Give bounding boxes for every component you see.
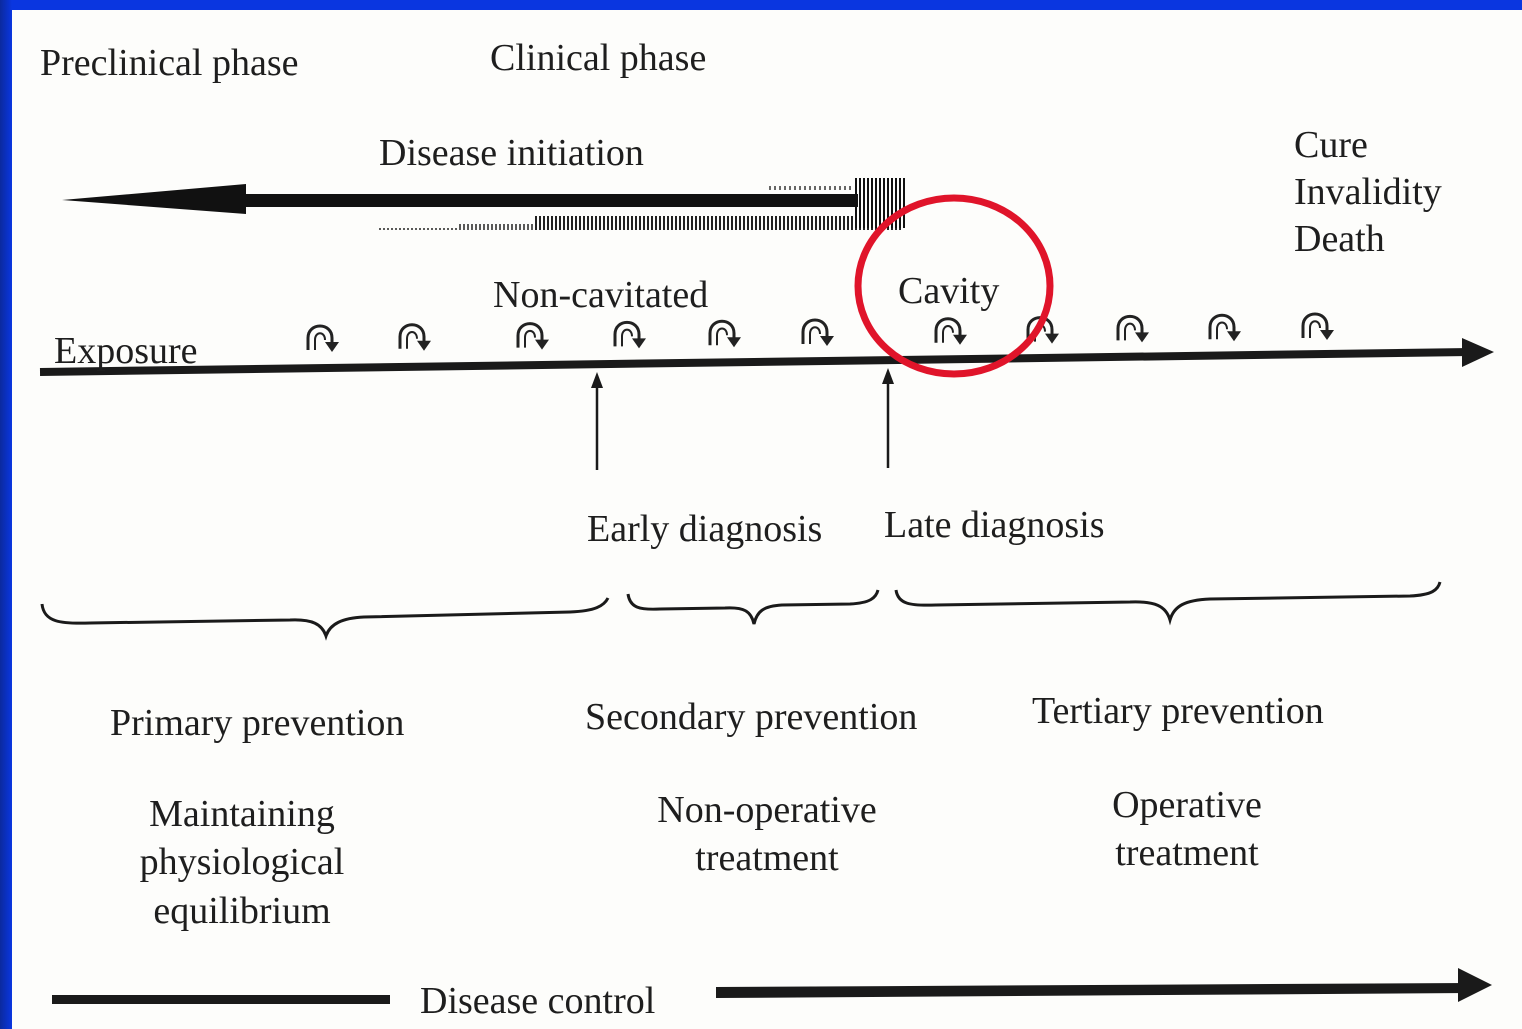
curl-inner-arc — [524, 329, 536, 348]
outcome-invalidity: Invalidity — [1294, 171, 1442, 214]
curl-inner-arc — [716, 327, 728, 346]
outcomes-list: Cure Invalidity Death — [1294, 122, 1442, 263]
primary-desc-line: physiological — [139, 841, 345, 884]
diagram-graphics — [39, 178, 1494, 1004]
disease-initiation-arrow — [62, 184, 858, 214]
curl-arrowhead — [1135, 332, 1149, 343]
early-diagnosis-label: Early diagnosis — [587, 508, 823, 550]
curl-arrowhead — [325, 342, 339, 352]
curl-arc — [1208, 313, 1236, 340]
tertiary-prevention-label: Tertiary prevention — [1032, 690, 1324, 732]
cavity-highlight-circle — [854, 194, 1054, 378]
curl-arrowhead — [632, 338, 646, 349]
primary-desc-line: Maintaining — [149, 793, 335, 835]
preclinical-phase-label: Preclinical phase — [40, 42, 299, 84]
disease-initiation-label: Disease initiation — [379, 132, 644, 174]
curl-arc — [1116, 314, 1144, 341]
clinical-phase-label: Clinical phase — [490, 37, 707, 79]
primary-brace — [40, 597, 610, 641]
non-cavitated-label: Non-cavitated — [493, 274, 709, 316]
primary-prevention-label: Primary prevention — [110, 702, 405, 744]
secondary-brace — [626, 589, 880, 625]
cavity-label: Cavity — [898, 270, 1000, 312]
curl-inner-arc — [1309, 320, 1321, 338]
curl-inner-arc — [1124, 322, 1136, 341]
secondary-description: Non-operative treatment — [622, 786, 912, 883]
secondary-desc-line: Non-operative — [657, 789, 877, 831]
curl-inner-arc — [621, 328, 633, 347]
outcome-death: Death — [1294, 218, 1385, 261]
slide: Preclinical phase Clinical phase Disease… — [12, 10, 1522, 1029]
primary-desc-line: equilibrium — [153, 889, 331, 932]
curl-inner-arc — [809, 326, 821, 344]
primary-description: Maintaining physiological equilibrium — [102, 790, 382, 935]
tertiary-desc-line: treatment — [1115, 832, 1259, 875]
tertiary-brace — [894, 581, 1442, 626]
curl-arrowhead — [1045, 333, 1059, 344]
secondary-desc-line: treatment — [695, 837, 839, 880]
curl-arc — [516, 322, 544, 348]
curl-arrowhead — [820, 336, 834, 346]
exposure-label: Exposure — [54, 330, 198, 372]
curl-arrowhead — [535, 339, 549, 350]
curl-arc — [934, 317, 962, 343]
curl-arc — [398, 323, 426, 349]
timeline-axis — [39, 338, 1494, 376]
curl-arc — [708, 319, 736, 346]
curl-arc — [306, 324, 334, 350]
early-diagnosis-arrow — [591, 372, 603, 470]
curl-inner-arc — [942, 325, 954, 343]
curl-inner-arc — [406, 331, 418, 349]
exposure-curl-glyphs — [306, 312, 1334, 352]
curl-arrowhead — [727, 337, 741, 348]
curl-arrowhead — [953, 334, 967, 345]
secondary-prevention-label: Secondary prevention — [585, 696, 918, 738]
curl-arrowhead — [1320, 330, 1334, 340]
curl-arrowhead — [1227, 331, 1241, 342]
outcome-cure: Cure — [1294, 124, 1368, 166]
disease-control-arrow — [52, 968, 1492, 1004]
curl-arc — [801, 318, 829, 344]
curl-arc — [613, 320, 641, 347]
late-diagnosis-arrow — [882, 368, 894, 468]
curl-arrowhead — [417, 340, 431, 351]
curl-inner-arc — [314, 332, 326, 350]
curl-inner-arc — [1216, 321, 1228, 340]
tertiary-desc-line: Operative — [1112, 784, 1262, 826]
tertiary-description: Operative treatment — [1052, 781, 1322, 878]
disease-control-label: Disease control — [420, 980, 656, 1022]
curl-arc — [1301, 312, 1329, 338]
late-diagnosis-label: Late diagnosis — [884, 504, 1105, 546]
